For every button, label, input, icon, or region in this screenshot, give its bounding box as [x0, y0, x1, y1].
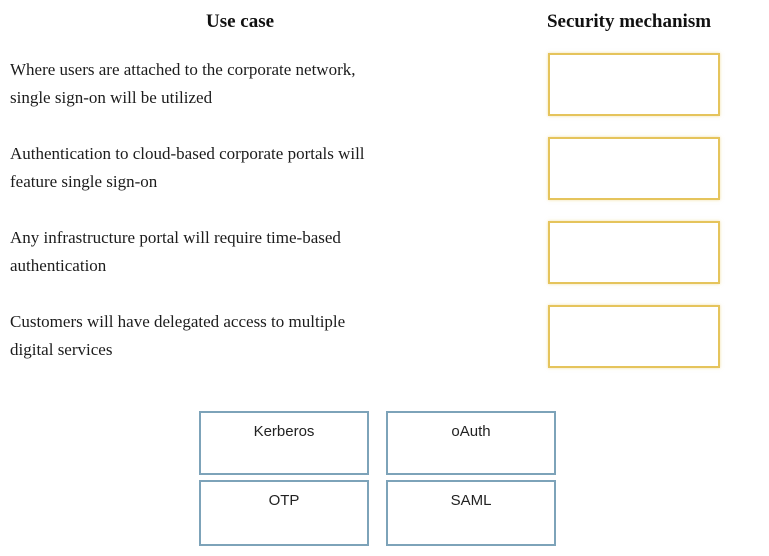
drop-target-3[interactable]: [548, 220, 720, 284]
use-case-line: feature single sign-on: [10, 172, 158, 191]
use-case-line: authentication: [10, 256, 107, 275]
match-row: Authentication to cloud-based corporate …: [10, 126, 720, 210]
security-mechanism-column-header: Security mechanism: [546, 11, 712, 32]
match-row: Customers will have delegated access to …: [10, 294, 720, 378]
use-case-text: Where users are attached to the corporat…: [10, 56, 510, 112]
use-case-line: digital services: [10, 340, 113, 359]
match-row: Where users are attached to the corporat…: [10, 42, 720, 126]
option-tokens: Kerberos oAuth OTP SAML: [199, 411, 556, 546]
match-rows: Where users are attached to the corporat…: [10, 42, 720, 378]
use-case-line: Customers will have delegated access to …: [10, 312, 346, 331]
option-kerberos[interactable]: Kerberos: [199, 411, 369, 475]
drop-target-1[interactable]: [548, 52, 720, 116]
drop-target-4[interactable]: [548, 304, 720, 368]
use-case-text: Authentication to cloud-based corporate …: [10, 140, 510, 196]
option-saml[interactable]: SAML: [386, 480, 556, 546]
use-case-line: Any infrastructure portal will require t…: [10, 228, 341, 247]
option-otp[interactable]: OTP: [199, 480, 369, 546]
option-oauth[interactable]: oAuth: [386, 411, 556, 475]
use-case-text: Any infrastructure portal will require t…: [10, 224, 510, 280]
use-case-line: Authentication to cloud-based corporate …: [10, 144, 365, 163]
use-case-line: single sign-on will be utilized: [10, 88, 213, 107]
drop-target-2[interactable]: [548, 136, 720, 200]
use-case-line: Where users are attached to the corporat…: [10, 60, 356, 79]
use-case-column-header: Use case: [205, 11, 275, 32]
use-case-text: Customers will have delegated access to …: [10, 308, 510, 364]
match-row: Any infrastructure portal will require t…: [10, 210, 720, 294]
